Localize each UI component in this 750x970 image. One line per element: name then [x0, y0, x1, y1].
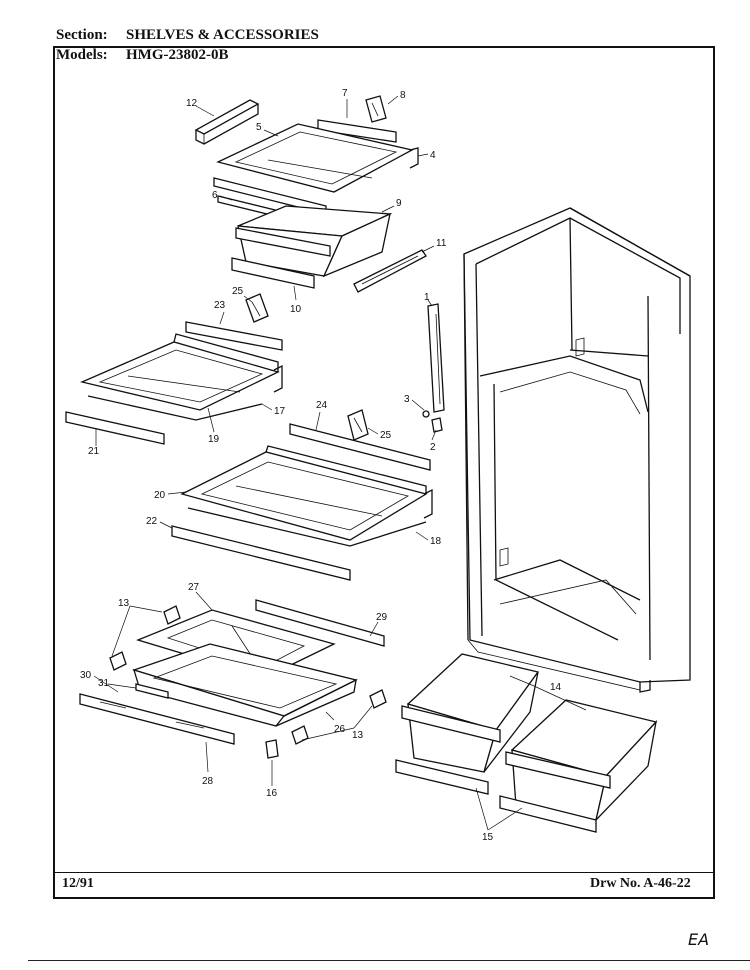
callout-4: 4: [430, 150, 436, 161]
callout-30: 30: [80, 670, 92, 681]
callout-17: 17: [274, 406, 286, 417]
part-16-support: [265, 739, 279, 759]
callout-2: 2: [430, 442, 436, 453]
diagram-frame: [53, 46, 715, 899]
part-14-crisper-pan-right: [505, 699, 658, 823]
part-13-clip-upper: [109, 605, 181, 671]
part-29-keeper-trim: [255, 599, 385, 647]
part-9-crisper-drawer: [235, 205, 393, 278]
part-1-shelf-rail: [427, 303, 445, 413]
callout-15: 15: [482, 832, 494, 843]
callout-18: 18: [430, 536, 442, 547]
part-14-crisper-pan-left: [401, 653, 540, 773]
part-12-cover-support: [194, 99, 260, 145]
callout-20: 20: [154, 490, 166, 501]
part-7-8-crisper-cover-front: [317, 95, 397, 143]
part-10-drawer-slide: [231, 257, 315, 289]
callout-1: 1: [424, 292, 430, 303]
section-value: SHELVES & ACCESSORIES: [126, 27, 319, 43]
part-18-shelf-frame: [187, 507, 427, 547]
callout-9: 9: [396, 198, 402, 209]
callout-7: 7: [342, 88, 348, 99]
models-value: HMG-23802-0B: [126, 47, 229, 63]
callout-25-upper: 25: [232, 286, 244, 297]
callout-21: 21: [88, 446, 100, 457]
callout-19: 19: [208, 434, 220, 445]
part-25-clip-lower: [347, 409, 369, 441]
callout-14: 14: [550, 682, 562, 693]
callout-11: 11: [436, 238, 447, 249]
part-24-shelf-trim: [289, 423, 431, 471]
section-label: Section:: [56, 27, 108, 43]
part-3-screw: [422, 410, 430, 418]
part-20-glass-shelf: [180, 445, 433, 541]
callout-23: 23: [214, 300, 226, 311]
handwritten-initials: EA: [688, 930, 710, 949]
part-19-glass-shelf: [79, 333, 283, 411]
part-22-shelf-front-trim: [171, 525, 351, 581]
footer-drawing-number: Drw No. A-46-22: [590, 876, 691, 891]
part-17-shelf-frame: [87, 395, 263, 421]
part-28-keeper-front-trim: [79, 693, 235, 745]
callout-29: 29: [376, 612, 388, 623]
callout-22: 22: [146, 516, 158, 527]
footer-rule: [53, 872, 715, 873]
part-25-clip-upper: [245, 293, 269, 323]
callout-13-upper: 13: [118, 598, 130, 609]
footer-date: 12/91: [62, 876, 94, 891]
page-bottom-rule: [28, 960, 750, 961]
refrigerator-cabinet: [463, 207, 691, 693]
callout-8: 8: [400, 90, 406, 101]
callout-28: 28: [202, 776, 214, 787]
callout-25-lower: 25: [380, 430, 392, 441]
part-11-drawer-rail: [353, 249, 427, 293]
callout-27: 27: [188, 582, 200, 593]
callout-labels: 1 2 3 4 5 6 7 8 9 10 11 12 13 13 14 15 1…: [80, 88, 562, 843]
callout-10: 10: [290, 304, 302, 315]
leader-lines: [93, 95, 587, 831]
part-26-keeper-drawer: [131, 643, 358, 727]
callout-31: 31: [98, 678, 110, 689]
callout-12: 12: [186, 98, 198, 109]
callout-6: 6: [212, 190, 218, 201]
part-15-pan-slides: [395, 759, 597, 833]
part-21-shelf-front-trim: [65, 411, 165, 445]
callout-24: 24: [316, 400, 328, 411]
part-5-crisper-cover-glass: [216, 123, 419, 193]
callout-16: 16: [266, 788, 278, 799]
part-2-bracket: [431, 417, 443, 433]
part-23-shelf-trim: [185, 321, 283, 351]
callout-5: 5: [256, 122, 262, 133]
callout-26: 26: [334, 724, 346, 735]
callout-13-lower: 13: [352, 730, 364, 741]
callout-3: 3: [404, 394, 410, 405]
models-label: Models:: [56, 47, 108, 63]
